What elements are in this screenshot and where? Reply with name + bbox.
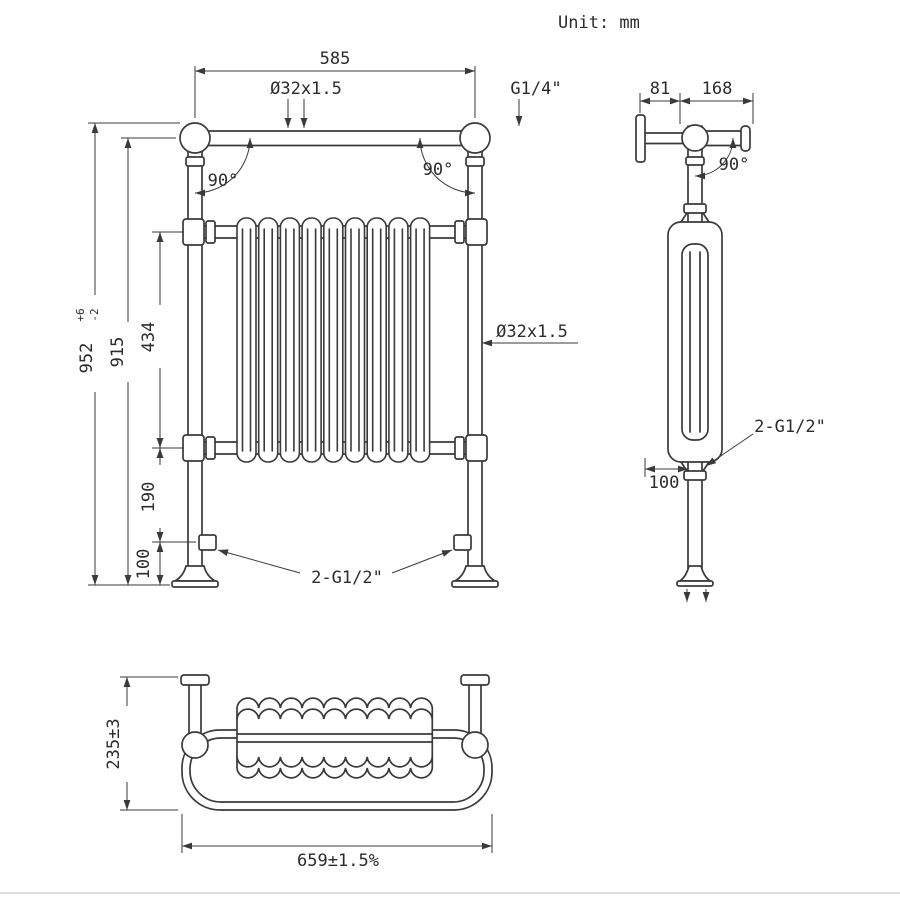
collar: [185, 156, 205, 167]
front-view: 585 Ø32x1.5 G1/4" 90° 90° 952 +6 -2 915 …: [74, 49, 578, 588]
dim-side-100: 100: [649, 473, 680, 493]
front-structure: [171, 122, 499, 588]
bottom-view: 235±3 659±1.5%: [104, 674, 493, 871]
left-foot: [171, 565, 219, 582]
tube-spec-top: Ø32x1.5: [270, 79, 342, 99]
tee-fitting: [465, 218, 488, 246]
collar: [205, 436, 216, 460]
left-ball-joint: [179, 122, 211, 154]
collar: [454, 436, 465, 460]
dim-foot-100: 100: [134, 549, 154, 580]
dim-height-915: 915: [108, 337, 128, 368]
collar: [683, 470, 707, 481]
collar: [205, 220, 216, 244]
dim-width-585: 585: [320, 49, 351, 69]
bottom-dimensions: [120, 676, 493, 853]
bracket-tee: [460, 674, 490, 686]
side-view: 81 168 90° 2-G1/2" 100: [635, 79, 826, 602]
right-ball-joint: [459, 122, 491, 154]
tolerance-plus: +6: [74, 308, 87, 321]
dim-radiator-434: 434: [139, 322, 159, 353]
fitting-air-vent: G1/4": [510, 79, 561, 99]
collar: [685, 156, 705, 166]
dim-width-659: 659±1.5%: [297, 851, 379, 871]
dim-depth-168: 168: [702, 79, 733, 99]
collar: [683, 203, 707, 214]
side-structure: [635, 114, 751, 587]
dim-bracket-81: 81: [650, 79, 670, 99]
joint-top-view: [461, 731, 489, 759]
right-foot: [451, 565, 499, 582]
radiator-plan-band: [236, 697, 434, 779]
angle-left-90: 90°: [208, 171, 239, 191]
side-foot: [677, 565, 713, 582]
tee-fitting: [182, 434, 205, 462]
joint-top-view: [181, 731, 209, 759]
unit-label: Unit: mm: [558, 13, 640, 33]
dim-lower-190: 190: [139, 482, 159, 513]
tolerance-minus: -2: [88, 308, 101, 321]
fitting-bottom-2g12: 2-G1/2": [311, 568, 383, 588]
collar: [465, 156, 485, 167]
right-valve-fitting: [453, 534, 472, 551]
bottom-structure: [180, 674, 493, 811]
bracket-tee: [180, 674, 210, 686]
wall-flange: [635, 114, 646, 163]
angle-right-90: 90°: [423, 160, 454, 180]
bar-end-cap: [740, 125, 751, 152]
tee-fitting: [182, 218, 205, 246]
side-ball-joint: [681, 124, 709, 152]
left-valve-fitting: [198, 534, 217, 551]
tee-fitting: [465, 434, 488, 462]
front-dimensions: [88, 66, 578, 586]
side-dimensions: [639, 93, 754, 602]
angle-side-90: 90°: [719, 155, 750, 175]
dim-height-952: 952: [77, 343, 97, 374]
collar: [454, 220, 465, 244]
dim-depth-235: 235±3: [104, 718, 124, 769]
radiator-core: [236, 217, 431, 463]
fitting-side-2g12: 2-G1/2": [754, 417, 826, 437]
tube-spec-right: Ø32x1.5: [496, 322, 568, 342]
